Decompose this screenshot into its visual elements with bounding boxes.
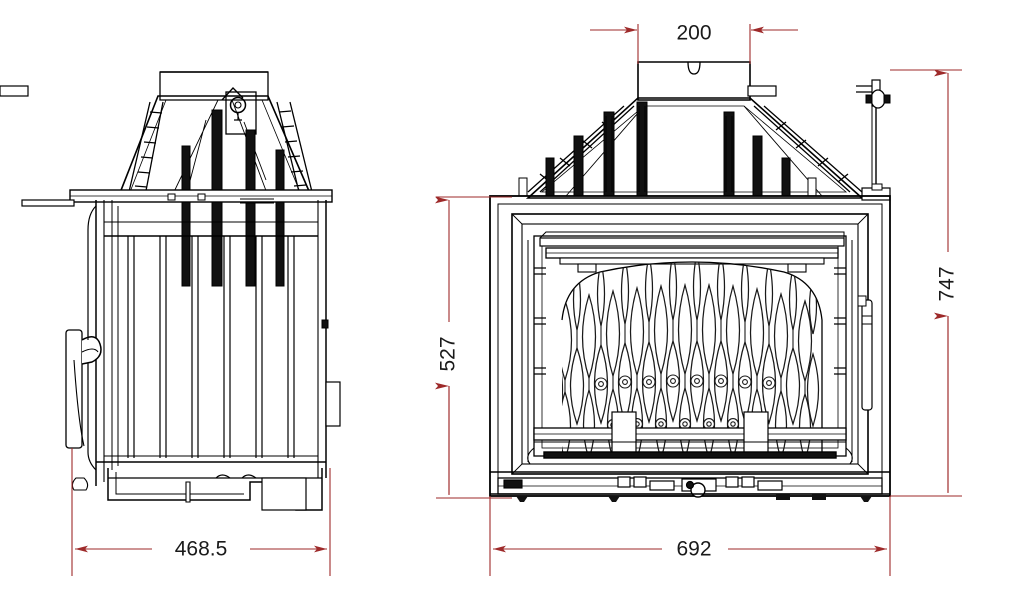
dimension-flue-width — [590, 24, 798, 64]
side-base — [107, 468, 323, 511]
dimension-label-opening-height: 527 — [437, 336, 460, 371]
side-latch-block — [321, 319, 341, 427]
damper-knob — [221, 87, 257, 135]
side-flue-collar — [159, 71, 269, 101]
base-feet — [516, 494, 872, 502]
side-feet — [71, 477, 89, 491]
side-hinge-column — [87, 200, 119, 471]
dimension-label-total-height: 747 — [936, 266, 959, 301]
dimension-total-height — [890, 69, 962, 497]
flue-collar — [0, 61, 777, 101]
dimension-label-total-width: 692 — [676, 538, 711, 561]
dimension-opening-height — [435, 196, 512, 499]
dimension-label-flue-width: 200 — [676, 22, 711, 45]
base-control-panel — [490, 471, 890, 502]
log-retainer-bar — [527, 411, 853, 465]
side-body-ribs — [127, 236, 295, 458]
side-view — [21, 71, 341, 511]
front-baffle-assembly — [539, 231, 845, 273]
damper-control-rod — [856, 79, 891, 201]
door-handle — [65, 329, 102, 449]
front-view — [0, 61, 891, 502]
side-top-plate — [21, 189, 333, 207]
dimension-label-total-depth: 468.5 — [175, 538, 228, 561]
fireback-rosettes — [594, 374, 776, 391]
dimension-total-width — [489, 496, 891, 576]
dimension-total-depth — [71, 448, 331, 576]
side-body-frame — [95, 200, 327, 486]
side-hood-rails — [127, 101, 314, 197]
front-side-brackets — [527, 240, 853, 462]
front-air-tubes — [518, 101, 817, 197]
front-latch-rod — [857, 295, 873, 411]
air-control-sliders — [617, 476, 783, 491]
